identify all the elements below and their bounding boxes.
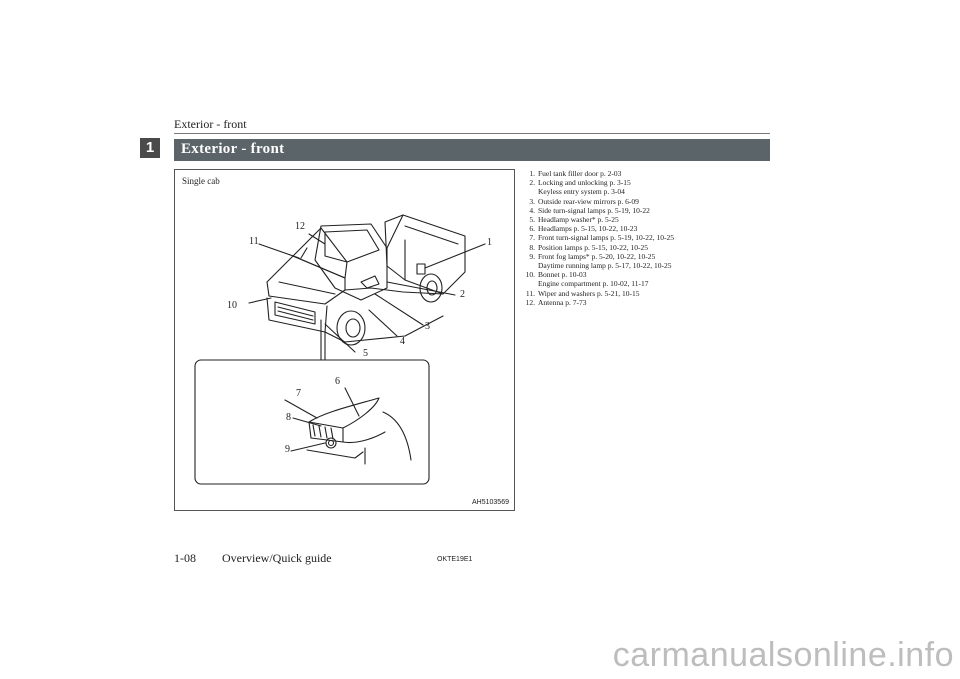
legend-item: 12.Antenna p. 7-73 <box>522 298 772 307</box>
callout-8: 8 <box>286 412 291 423</box>
legend-item-text: Locking and unlocking p. 3-15 <box>538 178 631 188</box>
watermark-text: carmanualsonline.info <box>612 636 954 674</box>
callout-12: 12 <box>295 221 305 232</box>
legend-item-number: 6. <box>529 224 535 234</box>
callout-3: 3 <box>425 321 430 332</box>
legend-item: 5.Headlamp washer* p. 5-25 <box>522 215 772 224</box>
callout-6: 6 <box>335 376 340 387</box>
document-code: OKTE19E1 <box>437 556 473 563</box>
figure-caption: Single cab <box>182 176 220 186</box>
legend-item-text: Side turn-signal lamps p. 5-19, 10-22 <box>538 205 650 215</box>
section-title-bar: Exterior - front <box>174 139 770 161</box>
legend-item-text: Headlamps p. 5-15, 10-22, 10-23 <box>538 224 638 234</box>
legend-item-text: Keyless entry system p. 3-04 <box>538 187 625 197</box>
legend-item-number: 3. <box>529 196 535 206</box>
legend-item-number: 8. <box>529 242 535 252</box>
figure-code: AH5103569 <box>472 499 509 506</box>
legend-item: 8.Position lamps p. 5-15, 10-22, 10-25 <box>522 243 772 252</box>
legend-item: 3.Outside rear-view mirrors p. 6-09 <box>522 197 772 206</box>
callout-10: 10 <box>227 300 237 311</box>
legend-item-text: Engine compartment p. 10-02, 11-17 <box>538 279 649 289</box>
callout-11: 11 <box>249 236 259 247</box>
legend-item-number: 11. <box>525 288 535 298</box>
legend-item-number: 2. <box>529 178 535 188</box>
legend-item-text: Front fog lamps* p. 5-20, 10-22, 10-25 <box>538 251 656 261</box>
footer-chapter-title: Overview/Quick guide <box>222 551 332 565</box>
legend-item-number: 7. <box>529 233 535 243</box>
legend-item-number: 10. <box>525 270 535 280</box>
callout-9: 9 <box>285 444 290 455</box>
legend-item: 11.Wiper and washers p. 5-21, 10-15 <box>522 289 772 298</box>
legend-item: 7.Front turn-signal lamps p. 5-19, 10-22… <box>522 233 772 242</box>
legend-item-text: Wiper and washers p. 5-21, 10-15 <box>538 288 640 298</box>
legend-item-number: 12. <box>525 297 535 307</box>
legend-item-text: Fuel tank filler door p. 2-03 <box>538 169 622 178</box>
legend-item-number: 4. <box>529 205 535 215</box>
header-rule <box>174 133 770 134</box>
page-number: 1-08 <box>174 551 196 565</box>
callout-5: 5 <box>363 348 368 359</box>
legend-item: 9.Front fog lamps* p. 5-20, 10-22, 10-25… <box>522 252 772 270</box>
legend-item-text: Outside rear-view mirrors p. 6-09 <box>538 196 639 206</box>
legend-item-number: 1. <box>529 169 535 178</box>
legend-item-text: Antenna p. 7-73 <box>538 297 587 307</box>
vehicle-figure: Single cab 1 2 3 4 5 6 7 8 9 10 11 12 AH… <box>174 169 515 511</box>
legend-item: 1.Fuel tank filler door p. 2-03 <box>522 169 772 178</box>
pickup-truck-illustration <box>194 214 486 485</box>
legend-item-text: Position lamps p. 5-15, 10-22, 10-25 <box>538 242 648 252</box>
callout-4: 4 <box>400 336 405 347</box>
legend-item-number: 5. <box>529 215 535 225</box>
legend-item-text: Bonnet p. 10-03 <box>538 270 587 280</box>
callout-1: 1 <box>487 237 492 248</box>
legend-item-text: Front turn-signal lamps p. 5-19, 10-22, … <box>538 233 675 243</box>
callout-7: 7 <box>296 388 301 399</box>
legend-item-text: Daytime running lamp p. 5-17, 10-22, 10-… <box>538 261 672 271</box>
legend-item: 4.Side turn-signal lamps p. 5-19, 10-22 <box>522 206 772 215</box>
legend-item-number: 9. <box>529 251 535 261</box>
legend-item-text: Headlamp washer* p. 5-25 <box>538 215 619 225</box>
callout-2: 2 <box>460 289 465 300</box>
legend-item: 6.Headlamps p. 5-15, 10-22, 10-23 <box>522 224 772 233</box>
running-header: Exterior - front <box>174 117 247 131</box>
chapter-tab: 1 <box>140 138 160 158</box>
section-title: Exterior - front <box>181 141 285 157</box>
